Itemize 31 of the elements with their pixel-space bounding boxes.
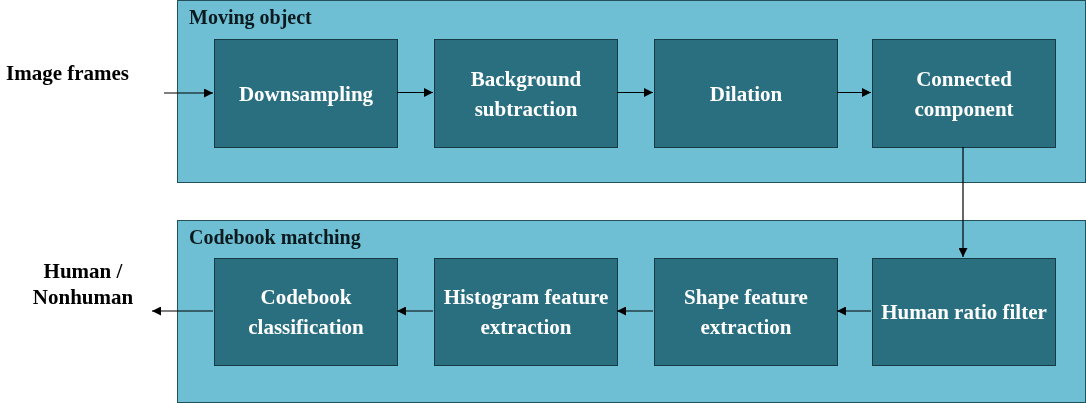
process-box bbox=[434, 258, 618, 366]
io-label: Human / Nonhuman bbox=[31, 258, 135, 310]
process-label: Shape feature extraction bbox=[683, 284, 809, 341]
arrow bbox=[396, 306, 434, 316]
arrow bbox=[616, 88, 654, 97]
process-label: Connected component bbox=[913, 65, 1015, 123]
arrow bbox=[163, 88, 214, 98]
group-panel bbox=[177, 0, 1086, 183]
process-label: Dilation bbox=[709, 80, 783, 108]
process-label: Background subtraction bbox=[469, 65, 583, 123]
process-box bbox=[434, 39, 618, 148]
panel-title: Codebook matching bbox=[189, 225, 361, 250]
process-label: Histogram feature extraction bbox=[443, 284, 609, 341]
process-box bbox=[872, 39, 1056, 148]
process-box bbox=[214, 39, 398, 148]
process-label: Human ratio filter bbox=[881, 299, 1047, 326]
process-box bbox=[214, 258, 398, 366]
process-box bbox=[872, 258, 1056, 366]
arrow bbox=[836, 306, 872, 316]
process-box bbox=[654, 258, 838, 366]
process-box bbox=[654, 39, 838, 148]
arrow bbox=[958, 146, 968, 258]
process-label: Downsampling bbox=[238, 80, 374, 108]
process-label: Codebook classification bbox=[247, 284, 365, 341]
arrow bbox=[151, 306, 214, 316]
io-label: Image frames bbox=[6, 60, 130, 86]
arrow bbox=[836, 88, 872, 97]
group-panel bbox=[177, 220, 1086, 403]
panel-title: Moving object bbox=[189, 5, 312, 30]
arrow bbox=[616, 306, 654, 316]
arrow bbox=[396, 88, 434, 97]
